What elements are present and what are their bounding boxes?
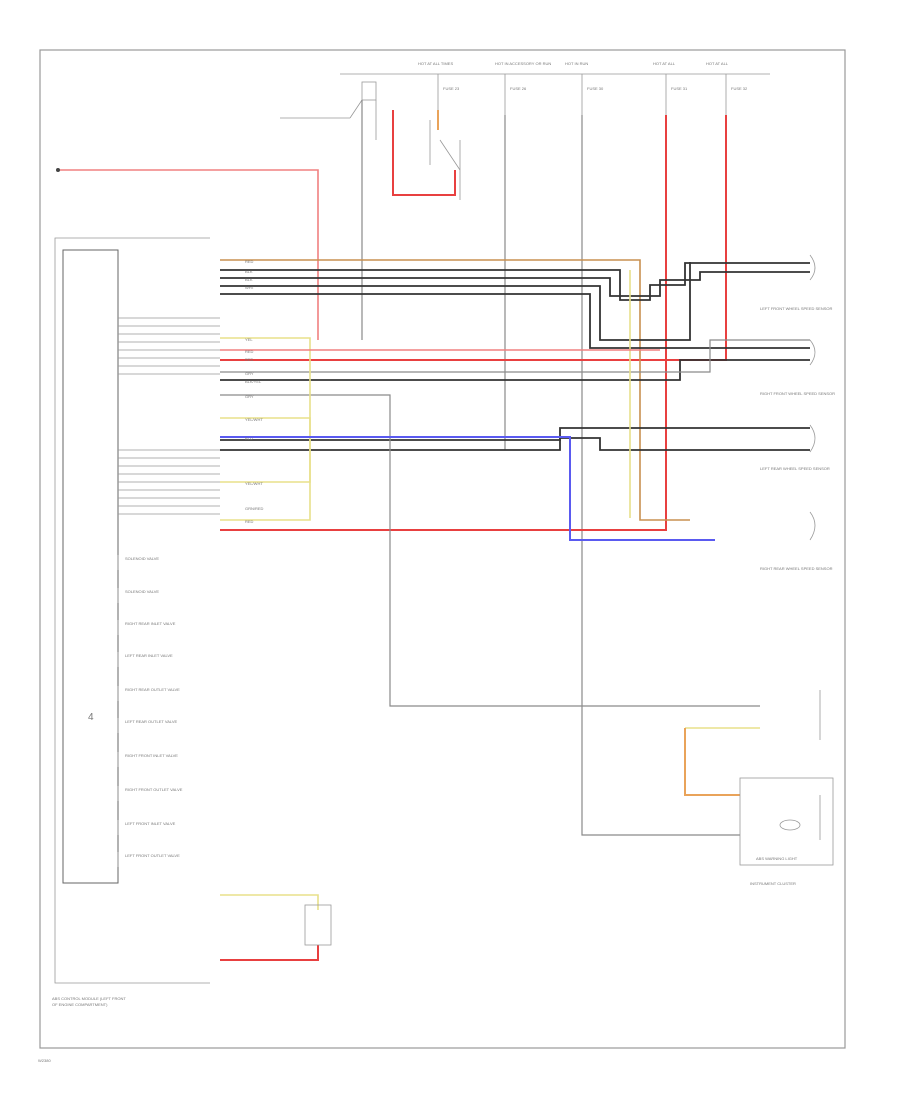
svg-text:RIGHT FRONT OUTLET VALVE: RIGHT FRONT OUTLET VALVE [125,787,183,792]
pump-motor-relay [220,894,332,961]
svg-text:RIGHT REAR INLET VALVE: RIGHT REAR INLET VALVE [125,621,176,626]
svg-text:YEL/WHT: YEL/WHT [245,417,263,422]
vertical-red-wire-1 [220,115,667,531]
fuse-26: FUSE 26 [504,74,527,115]
sensor-wire-brown [220,259,690,521]
svg-text:GRN/RED: GRN/RED [245,506,264,511]
fuse-31: FUSE 31 [665,74,688,115]
sensor-wire-lf-1 [220,262,810,301]
control-module-caption: ABS CONTROL MODULE (LEFT FRONT OF ENGINE… [52,996,126,1007]
svg-text:RED: RED [245,259,254,264]
svg-text:GRY: GRY [245,371,254,376]
module-pin-lines [118,317,220,515]
sensor-wire-lf-2 [220,271,810,297]
sensor-wire-blue [220,436,715,541]
right-rear-wheel-speed-sensor: RIGHT REAR WHEEL SPEED SENSOR [760,511,833,571]
svg-text:GRY: GRY [245,394,254,399]
sensor-wire-rf-1 [220,359,810,381]
svg-text:YEL: YEL [245,337,253,342]
fuse-23: FUSE 23 [437,74,460,130]
battery-feed-wire [58,169,319,340]
diagram-frame [39,49,846,1049]
svg-text:LEFT FRONT OUTLET VALVE: LEFT FRONT OUTLET VALVE [125,853,180,858]
fuse-32: FUSE 32 [725,74,748,115]
svg-text:SOLENOID VALVE: SOLENOID VALVE [125,556,159,561]
sensor-wire-rf-2 [220,339,810,373]
svg-text:FUSE 23: FUSE 23 [443,86,460,91]
svg-text:YEL/WHT: YEL/WHT [245,481,263,486]
svg-text:FUSE 26: FUSE 26 [510,86,527,91]
svg-text:BLK: BLK [245,277,253,282]
vertical-red-wire-2 [220,115,727,361]
sensor-wire-rr-2 [220,437,810,451]
svg-text:RED: RED [245,349,254,354]
fuse-30: FUSE 30 [581,74,604,115]
vertical-gray-wire-3 [581,115,740,836]
sensor-wire-lr-2 [220,293,810,349]
sensor-wire-lr-1 [220,262,691,341]
left-rear-wheel-speed-sensor: LEFT REAR WHEEL SPEED SENSOR [760,424,830,471]
svg-text:RIGHT REAR WHEEL SPEED SENSOR: RIGHT REAR WHEEL SPEED SENSOR [760,566,833,571]
svg-text:LEFT FRONT INLET VALVE: LEFT FRONT INLET VALVE [125,821,176,826]
instrument-cluster: ABS WARNING LIGHT INSTRUMENT CLUSTER [684,690,834,886]
svg-text:HOT AT ALL: HOT AT ALL [653,61,676,66]
svg-text:HOT AT ALL: HOT AT ALL [706,61,729,66]
sensor-wire-yellow-2 [220,337,311,521]
relay-switch [280,81,461,200]
svg-text:FUSE 31: FUSE 31 [671,86,688,91]
svg-text:BLK/YEL: BLK/YEL [245,379,262,384]
svg-text:INSTRUMENT CLUSTER: INSTRUMENT CLUSTER [750,881,796,886]
left-front-wheel-speed-sensor: LEFT FRONT WHEEL SPEED SENSOR [760,254,832,311]
relay-red-wire [392,110,456,196]
svg-text:FUSE 32: FUSE 32 [731,86,748,91]
svg-text:LEFT FRONT WHEEL SPEED SENSOR: LEFT FRONT WHEEL SPEED SENSOR [760,306,832,311]
wire-color-labels: RED BLK BLK WHT YEL RED RED GRY BLK/YEL … [245,259,264,524]
svg-text:RED: RED [245,357,254,362]
svg-text:HOT IN RUN: HOT IN RUN [565,61,588,66]
svg-text:OF ENGINE COMPARTMENT): OF ENGINE COMPARTMENT) [52,1002,108,1007]
svg-text:BLU: BLU [245,436,253,441]
svg-text:RED: RED [245,519,254,524]
footer-code: W2380 [38,1058,51,1063]
svg-text:RIGHT FRONT INLET VALVE: RIGHT FRONT INLET VALVE [125,753,178,758]
svg-text:LEFT REAR WHEEL SPEED SENSOR: LEFT REAR WHEEL SPEED SENSOR [760,466,830,471]
top-fuse-labels: HOT AT ALL TIMES HOT IN ACCESSORY OR RUN… [418,61,729,66]
svg-text:4: 4 [88,712,94,723]
svg-text:BLK: BLK [245,269,253,274]
svg-text:RIGHT REAR OUTLET VALVE: RIGHT REAR OUTLET VALVE [125,687,180,692]
svg-text:RIGHT FRONT WHEEL SPEED SENSOR: RIGHT FRONT WHEEL SPEED SENSOR [760,391,835,396]
svg-text:HOT IN ACCESSORY OR RUN: HOT IN ACCESSORY OR RUN [495,61,551,66]
right-front-wheel-speed-sensor: RIGHT FRONT WHEEL SPEED SENSOR [760,339,835,396]
sensor-wire-rr-3 [220,394,760,707]
svg-text:LEFT REAR INLET VALVE: LEFT REAR INLET VALVE [125,653,173,658]
abs-control-module: 4 [54,237,210,984]
sensor-wire-rr-1 [220,427,810,441]
svg-text:ABS CONTROL MODULE (LEFT FRONT: ABS CONTROL MODULE (LEFT FRONT [52,996,126,1001]
svg-text:WHT: WHT [245,285,255,290]
solenoid-valves: SOLENOID VALVE SOLENOID VALVE RIGHT REAR… [117,555,183,867]
svg-text:SOLENOID VALVE: SOLENOID VALVE [125,589,159,594]
svg-text:HOT AT ALL TIMES: HOT AT ALL TIMES [418,61,453,66]
svg-text:LEFT REAR OUTLET VALVE: LEFT REAR OUTLET VALVE [125,719,177,724]
svg-text:FUSE 30: FUSE 30 [587,86,604,91]
svg-text:ABS WARNING LIGHT: ABS WARNING LIGHT [756,856,798,861]
